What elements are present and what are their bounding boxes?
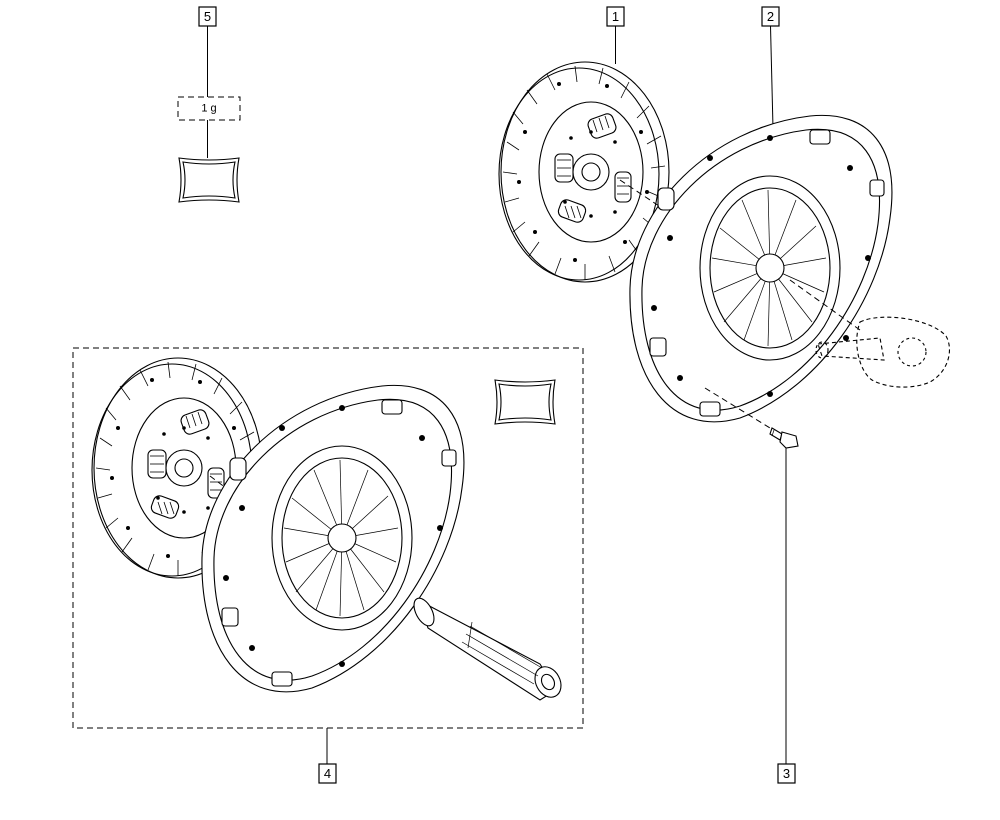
grease-quantity-label: 1 g — [177, 96, 241, 121]
svg-text:4: 4 — [324, 766, 331, 781]
svg-text:3: 3 — [783, 766, 790, 781]
callout-4: 4 — [318, 763, 337, 784]
kit-grease-sachet-icon — [494, 379, 556, 425]
callout-5: 5 — [198, 6, 217, 27]
svg-text:5: 5 — [204, 9, 211, 24]
input-shaft-icon — [413, 597, 562, 701]
kit-frame — [72, 347, 584, 729]
grease-sachet-icon — [178, 157, 240, 203]
callout-3: 3 — [777, 763, 796, 784]
callout-1: 1 — [606, 6, 625, 27]
release-bearing-icon — [815, 316, 950, 388]
svg-text:1: 1 — [612, 9, 619, 24]
bolt-icon — [769, 427, 799, 449]
pressure-plate-icon — [629, 114, 893, 423]
svg-text:1 g: 1 g — [201, 103, 216, 115]
callout-2: 2 — [761, 6, 780, 27]
svg-text:2: 2 — [767, 9, 774, 24]
